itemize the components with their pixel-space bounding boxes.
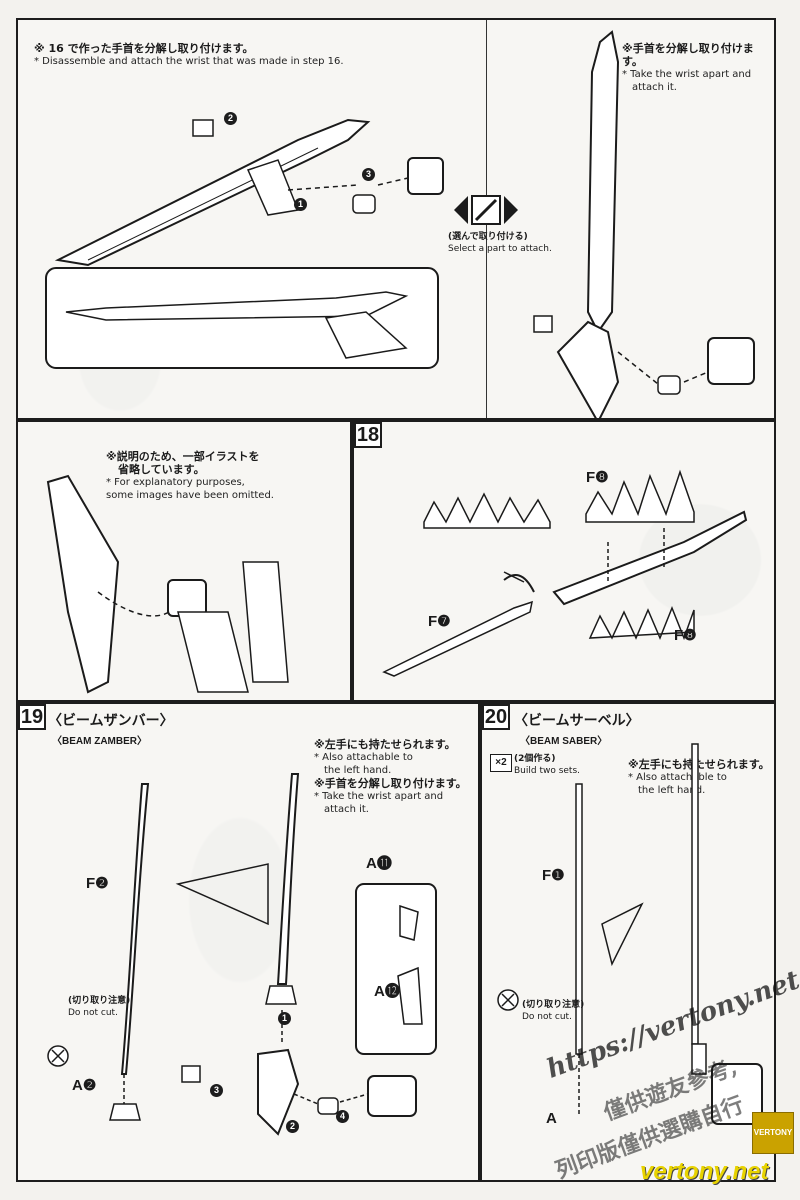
left-note-jp: ※ 16 で作った手首を分解し取り付けます。 <box>34 42 254 55</box>
step-19-title: 〈ビームザンバー〉 <box>48 713 174 729</box>
select-en: Select a part to attach. <box>448 244 552 254</box>
part-a12: A⓬ <box>374 983 400 1000</box>
part-f8-top: F❽ <box>586 469 609 486</box>
step-19-subtitle: 〈BEAM ZAMBER〉 <box>52 736 147 747</box>
left-note: ※ 16 で作った手首を分解し取り付けます。 * Disassemble and… <box>34 42 344 68</box>
right-note-jp: ※手首を分解し取り付けます。 <box>622 42 754 68</box>
step-19-note1-en-1: * Also attachable to <box>314 752 413 763</box>
beam-saber-illustration <box>497 743 763 1125</box>
explanatory-note-en-1: * For explanatory purposes, <box>106 477 245 488</box>
part-f8-bottom: F❽ <box>674 627 697 644</box>
explanatory-note: ※説明のため、一部イラストを 省略しています。 * For explanator… <box>106 450 274 502</box>
step-20-title: 〈ビームサーベル〉 <box>514 713 640 729</box>
nocut-en-19: Do not cut. <box>68 1008 118 1018</box>
step-19-note2-en-2: attach it. <box>324 804 369 815</box>
left-note-en: * Disassemble and attach the wrist that … <box>34 56 344 67</box>
callout-1: 1 <box>294 198 307 211</box>
right-note-en-2: attach it. <box>632 82 677 93</box>
zoom-wedge <box>175 863 269 926</box>
beam-zamber-right-illustration <box>181 773 437 1136</box>
part-f2: F❷ <box>86 875 109 892</box>
step-19-note2-en-1: * Take the wrist apart and <box>314 791 444 802</box>
step-19-note1-en-2: the left hand. <box>324 765 392 776</box>
callout-19-1: 1 <box>278 1012 291 1025</box>
part-a2: A❷ <box>72 1077 97 1094</box>
zoom-detail-box <box>45 267 439 369</box>
right-note-en-1: * Take the wrist apart and <box>622 69 752 80</box>
beam-zamber-left-illustration <box>47 783 150 1121</box>
part-f7: F❼ <box>428 613 451 630</box>
step-19-note1-jp: ※左手にも持たせられます。 <box>314 738 456 751</box>
step-20-note: ※左手にも持たせられます。 * Also attachable to the l… <box>628 758 770 797</box>
part-a11: A⓫ <box>366 855 392 872</box>
right-note: ※手首を分解し取り付けます。 * Take the wrist apart an… <box>622 42 774 94</box>
step-20-note-jp: ※左手にも持たせられます。 <box>628 758 770 771</box>
panel-step-20: 20 〈ビームサーベル〉 〈BEAM SABER〉 ×2 (2個作る) Buil… <box>480 702 776 1182</box>
select-part-icon <box>454 195 518 225</box>
step-number-18: 18 <box>354 422 382 448</box>
part-a: A <box>546 1110 557 1127</box>
callout-19-2: 2 <box>286 1120 299 1133</box>
count-en: Build two sets. <box>514 766 581 776</box>
step-number-20: 20 <box>482 704 510 730</box>
select-jp: (選んで取り付ける) <box>448 232 528 242</box>
vertical-sword-illustration <box>533 30 755 418</box>
beam-blade-assembly <box>382 469 748 677</box>
watermark-site: vertony.net <box>640 1158 769 1185</box>
nocut-en-20: Do not cut. <box>522 1012 572 1022</box>
panel-step-19: 19 〈ビームザンバー〉 〈BEAM ZAMBER〉 F❷ A❷ (切り取り注意… <box>16 702 480 1182</box>
explanatory-note-jp-2: 省略しています。 <box>118 463 205 476</box>
part-f1: F❶ <box>542 867 565 884</box>
nocut-jp-20: (切り取り注意) <box>522 1000 585 1010</box>
callout-3: 3 <box>362 168 375 181</box>
callout-19-4: 4 <box>336 1110 349 1123</box>
count-badge: ×2 <box>490 754 512 772</box>
hand-attach-illustration <box>46 474 289 694</box>
explanatory-note-en-2: some images have been omitted. <box>106 490 274 501</box>
panel-top: ※ 16 で作った手首を分解し取り付けます。 * Disassemble and… <box>16 18 776 420</box>
count-badge-text: ×2 <box>495 757 507 768</box>
step-number-19: 19 <box>18 704 46 730</box>
watermark-badge: VERTONY <box>752 1112 794 1154</box>
callout-19-3: 3 <box>210 1084 223 1097</box>
panel-step-18: 18 F❽ F❽ F❼ <box>352 420 776 702</box>
step-20-note-en-1: * Also attachable to <box>628 772 727 783</box>
explanatory-note-jp-1: ※説明のため、一部イラストを <box>106 450 260 463</box>
callout-2: 2 <box>224 112 237 125</box>
panel-mid-left: ※説明のため、一部イラストを 省略しています。 * For explanator… <box>16 420 352 702</box>
step-20-subtitle: 〈BEAM SABER〉 <box>520 736 608 747</box>
count-jp: (2個作る) <box>514 754 556 764</box>
step-19-notes: ※左手にも持たせられます。 * Also attachable to the l… <box>314 738 467 816</box>
step-20-note-en-2: the left hand. <box>638 785 706 796</box>
step-19-note2-jp: ※手首を分解し取り付けます。 <box>314 777 467 790</box>
sword-assembly-illustration <box>54 118 444 267</box>
nocut-jp-19: (切り取り注意) <box>68 996 131 1006</box>
